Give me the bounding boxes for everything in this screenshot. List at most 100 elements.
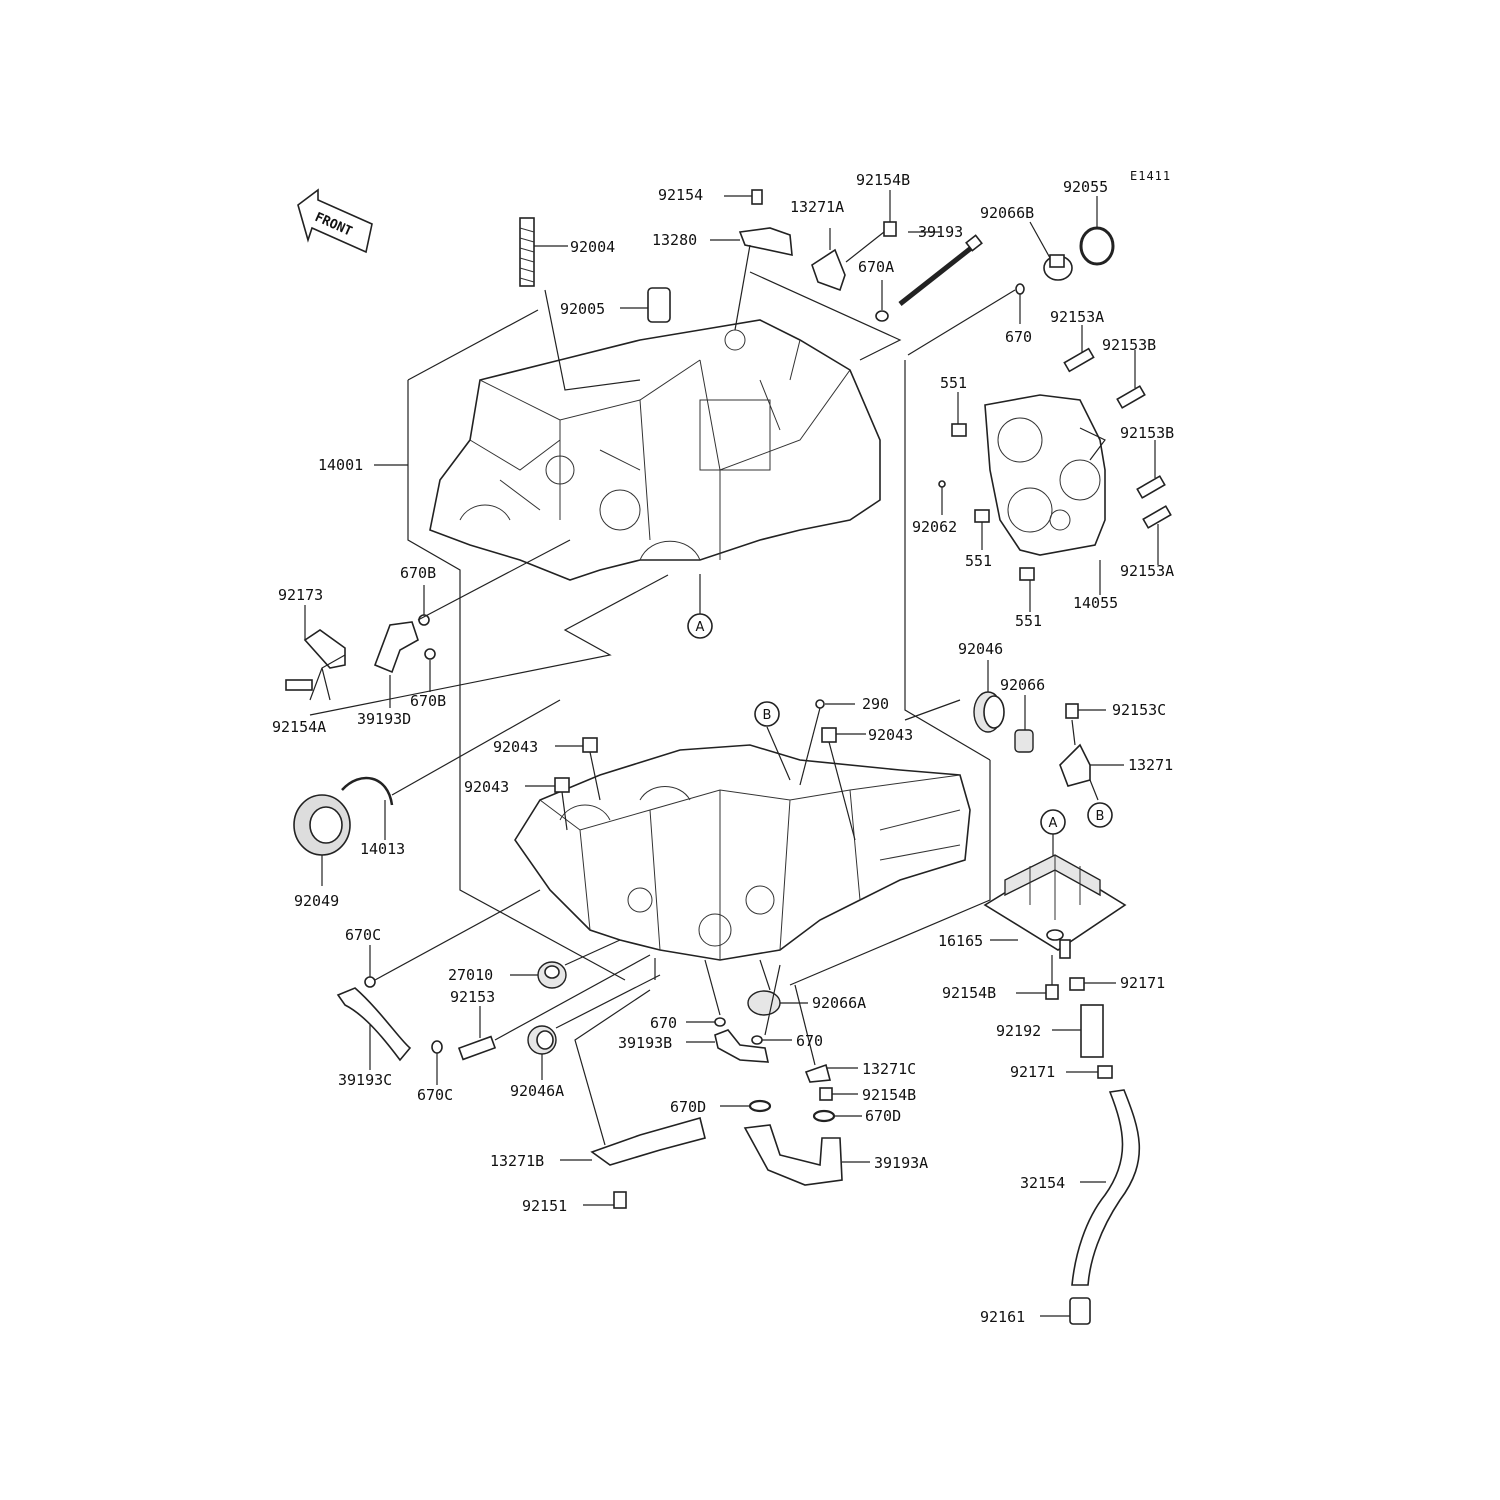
bracket-13271 [1059, 743, 1091, 787]
svg-text:B: B [1096, 809, 1105, 824]
svg-text:B: B [763, 708, 772, 723]
label-670-b: 670 [796, 1032, 823, 1050]
label-670C-b: 670C [417, 1086, 453, 1104]
label-13271B: 13271B [490, 1152, 544, 1170]
label-92046A: 92046A [510, 1082, 564, 1100]
label-92153B-b: 92153B [1120, 424, 1174, 442]
dowel-551-b [974, 509, 990, 523]
clamp-92173 [303, 629, 346, 669]
stud-92004 [519, 217, 535, 287]
bolt-92153C [1065, 703, 1079, 719]
diagram-code: E1411 [1130, 169, 1171, 183]
label-92153A-top: 92153A [1050, 308, 1104, 326]
bracket-13271C [804, 1063, 832, 1083]
clip-14013 [341, 776, 394, 806]
strainer-neck-16165 [1059, 939, 1071, 959]
label-92066B: 92066B [980, 204, 1034, 222]
label-92154B-right: 92154B [942, 984, 996, 1002]
switch-27010 [537, 961, 567, 989]
ref-marker-B-lower: B [1087, 802, 1113, 828]
part-labels: 92154 92154B 92055 13271A 92066B 13280 9… [272, 171, 1174, 1326]
dowel-92043-c [821, 727, 837, 743]
label-92154A: 92154A [272, 718, 326, 736]
label-13271C: 13271C [862, 1060, 916, 1078]
plug-92066B [1043, 254, 1073, 281]
label-551-a: 551 [940, 374, 967, 392]
label-551-c: 551 [1015, 612, 1042, 630]
ref-marker-A-lower: A [1040, 809, 1066, 835]
label-92055: 92055 [1063, 178, 1108, 196]
label-92154B-bottom: 92154B [862, 1086, 916, 1104]
label-39193D: 39193D [357, 710, 411, 728]
svg-text:A: A [696, 620, 705, 635]
label-92173: 92173 [278, 586, 323, 604]
bolt-92154 [751, 189, 763, 205]
hose-92192 [1080, 1004, 1104, 1058]
lower-crankcase-illustration [514, 744, 971, 961]
label-290: 290 [862, 695, 889, 713]
bolt-92153B-b [1136, 475, 1166, 499]
label-92043-a: 92043 [493, 738, 538, 756]
label-92043-c: 92043 [464, 778, 509, 796]
label-92171-a: 92171 [1120, 974, 1165, 992]
plug-92066A [747, 990, 781, 1016]
label-13271: 13271 [1128, 756, 1173, 774]
plug-290 [815, 699, 825, 709]
cap-92161 [1069, 1297, 1091, 1325]
label-670D-a: 670D [670, 1098, 706, 1116]
oring-670C-a [364, 976, 376, 988]
label-32154: 32154 [1020, 1174, 1065, 1192]
leader-frame-14001 [407, 380, 461, 740]
oring-670D-b [812, 1109, 836, 1123]
ref-marker-A-upper: A [687, 613, 713, 639]
cover-14055-illustration [984, 394, 1106, 556]
label-92066A: 92066A [812, 994, 866, 1012]
oil-seal-92049 [293, 794, 351, 856]
oring-670B-b [424, 648, 436, 660]
oring-670D-a [748, 1099, 772, 1113]
ref-marker-B-upper: B [754, 701, 780, 727]
oring-670A [875, 310, 889, 322]
dowel-551-a [951, 423, 967, 437]
bracket-13271A [811, 248, 846, 292]
oring-670-b [751, 1035, 763, 1045]
label-92049: 92049 [294, 892, 339, 910]
label-92153A-b: 92153A [1120, 562, 1174, 580]
bolt-92154A [285, 679, 313, 691]
pipe-39193B [714, 1029, 770, 1063]
label-92171-b: 92171 [1010, 1063, 1055, 1081]
label-27010: 27010 [448, 966, 493, 984]
label-92154B-top: 92154B [856, 171, 910, 189]
label-92043-b: 92043 [868, 726, 913, 744]
oil-pipe-39193 [898, 234, 983, 306]
oring-670C-b [431, 1040, 443, 1054]
clamp-92171-a [1069, 977, 1085, 991]
bolt-92154B-top [883, 221, 897, 237]
bolt-92151 [613, 1191, 627, 1209]
pipe-39193D [373, 621, 419, 674]
label-670-a: 670 [650, 1014, 677, 1032]
label-92153B-a: 92153B [1102, 336, 1156, 354]
oring-670-a [714, 1017, 726, 1027]
dowel-551-c [1019, 567, 1035, 581]
front-arrow-icon: FRONT [297, 188, 373, 254]
label-92154: 92154 [658, 186, 703, 204]
bolt-92153 [457, 1035, 497, 1061]
pipe-39193A [743, 1124, 843, 1186]
dowel-92043-b [554, 777, 570, 793]
oring-92055 [1079, 226, 1115, 266]
label-39193B: 39193B [618, 1034, 672, 1052]
bolt-92154B-right [1045, 984, 1059, 1000]
label-14055: 14055 [1073, 594, 1118, 612]
clamp-92171-b [1097, 1065, 1113, 1079]
label-92062: 92062 [912, 518, 957, 536]
dowel-92005 [647, 287, 671, 323]
label-92153C: 92153C [1112, 701, 1166, 719]
label-13271A: 13271A [790, 198, 844, 216]
svg-text:A: A [1049, 816, 1058, 831]
bearing-92046 [973, 691, 1005, 733]
label-670B-b: 670B [410, 692, 446, 710]
label-670B-a: 670B [400, 564, 436, 582]
hose-32154 [1071, 1089, 1141, 1286]
